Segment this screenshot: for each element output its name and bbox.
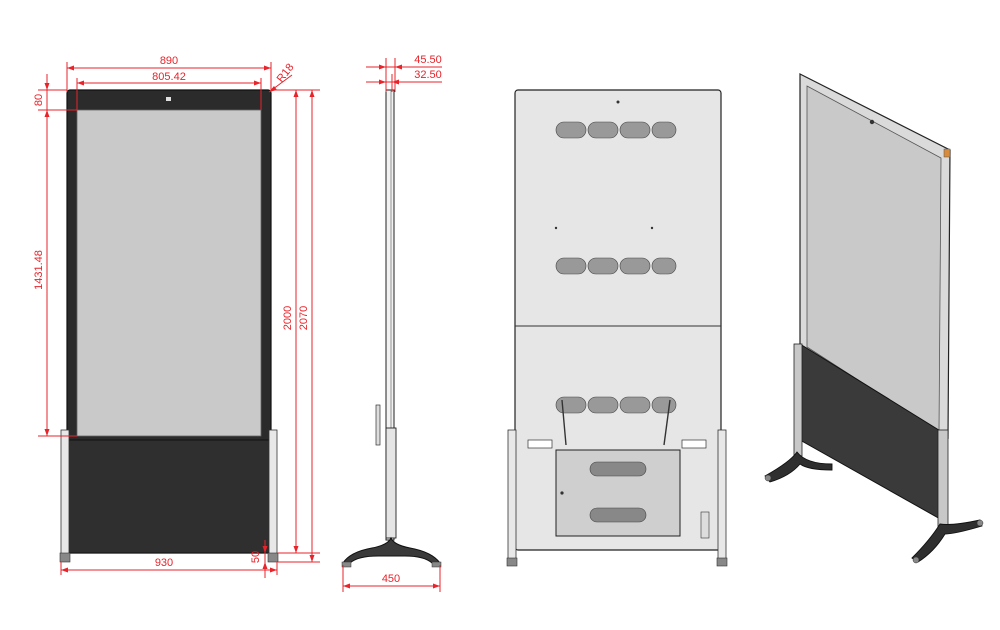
- front-screen: [76, 109, 262, 437]
- back-middle-vents: [555, 257, 677, 275]
- dim-screen-width: 805.42: [152, 71, 186, 83]
- dim-radius: R18: [275, 62, 297, 85]
- front-left-leg: [60, 429, 70, 561]
- iso-status-light: [943, 148, 951, 158]
- back-top-vents: [555, 121, 677, 139]
- back-panel: [514, 89, 722, 551]
- front-left-foot: [59, 552, 71, 563]
- iso-right-foot: [911, 519, 983, 563]
- side-foot: [342, 536, 441, 564]
- dim-depth-total: 45.50: [414, 54, 442, 66]
- iso-left-leg: [793, 343, 803, 457]
- back-view: [506, 89, 728, 567]
- back-ports: [700, 511, 710, 539]
- iso-left-foot: [764, 451, 833, 483]
- front-camera-icon: [166, 97, 171, 101]
- back-right-leg: [717, 429, 727, 563]
- back-lower-vents: [555, 396, 677, 414]
- dim-base-width: 930: [155, 557, 173, 569]
- iso-right-leg: [937, 429, 949, 529]
- dim-height-total: 2070: [298, 306, 310, 330]
- side-bracket: [375, 404, 381, 446]
- dim-depth-panel: 32.50: [414, 69, 442, 81]
- side-lower-cabinet: [385, 427, 397, 539]
- front-right-foot: [267, 552, 279, 563]
- side-view: 45.50 32.50 450: [341, 54, 442, 592]
- front-right-leg: [268, 429, 278, 561]
- front-lower-cabinet: [66, 439, 272, 554]
- iso-camera-icon: [869, 119, 875, 125]
- dim-height-inner: 2000: [282, 306, 294, 330]
- dim-top-bezel: 80: [33, 94, 45, 106]
- front-view: 890 805.42 R18 80 1431.48 2000: [33, 55, 320, 578]
- dim-screen-height: 1431.48: [33, 250, 45, 290]
- isometric-view: [764, 73, 984, 564]
- back-left-leg: [507, 429, 517, 563]
- dim-overall-width: 890: [160, 55, 178, 67]
- dim-foot-depth: 450: [382, 573, 400, 585]
- dim-foot-height: 50: [250, 551, 262, 563]
